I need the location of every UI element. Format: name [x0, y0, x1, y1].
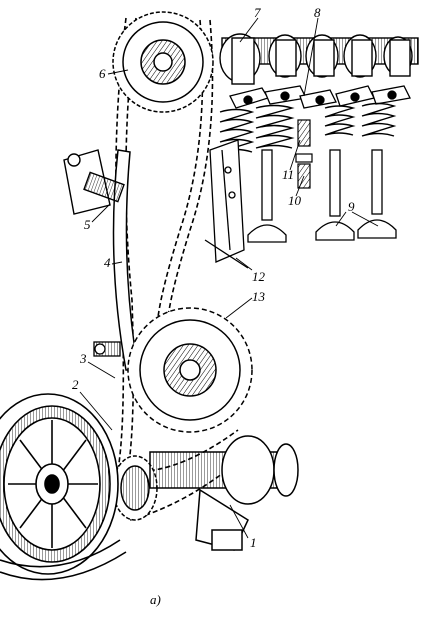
callout-5: 5: [84, 217, 91, 232]
callout-4: 4: [104, 255, 111, 270]
valve-springs: [219, 102, 397, 153]
callout-12: 12: [252, 269, 265, 284]
callout-8: 8: [314, 5, 321, 20]
callout-10: 10: [288, 193, 301, 208]
callout-11: 11: [282, 167, 295, 182]
callout-13: 13: [252, 289, 265, 304]
callout-3: 3: [80, 351, 87, 366]
adjusting-screw: [295, 119, 313, 189]
chain-tensioner-shoe: [93, 341, 121, 357]
callout-7: 7: [254, 5, 261, 20]
callout-2: 2: [72, 377, 79, 392]
chain-tensioner-bracket: [204, 139, 249, 269]
crankshaft: [149, 435, 299, 551]
callout-1: 1: [250, 535, 257, 550]
tensioner-plunger: [63, 149, 125, 215]
crankshaft-pulley: [0, 393, 127, 581]
rocker-arms: [229, 85, 411, 109]
callout-9: 9: [348, 199, 355, 214]
callout-6: 6: [99, 66, 106, 81]
figure-caption: а): [150, 592, 161, 607]
valves: [247, 149, 397, 243]
camshaft-sprocket: [112, 11, 214, 113]
intermediate-sprocket: [127, 307, 253, 433]
leader-lines: [79, 17, 379, 539]
camshaft: [219, 33, 419, 85]
